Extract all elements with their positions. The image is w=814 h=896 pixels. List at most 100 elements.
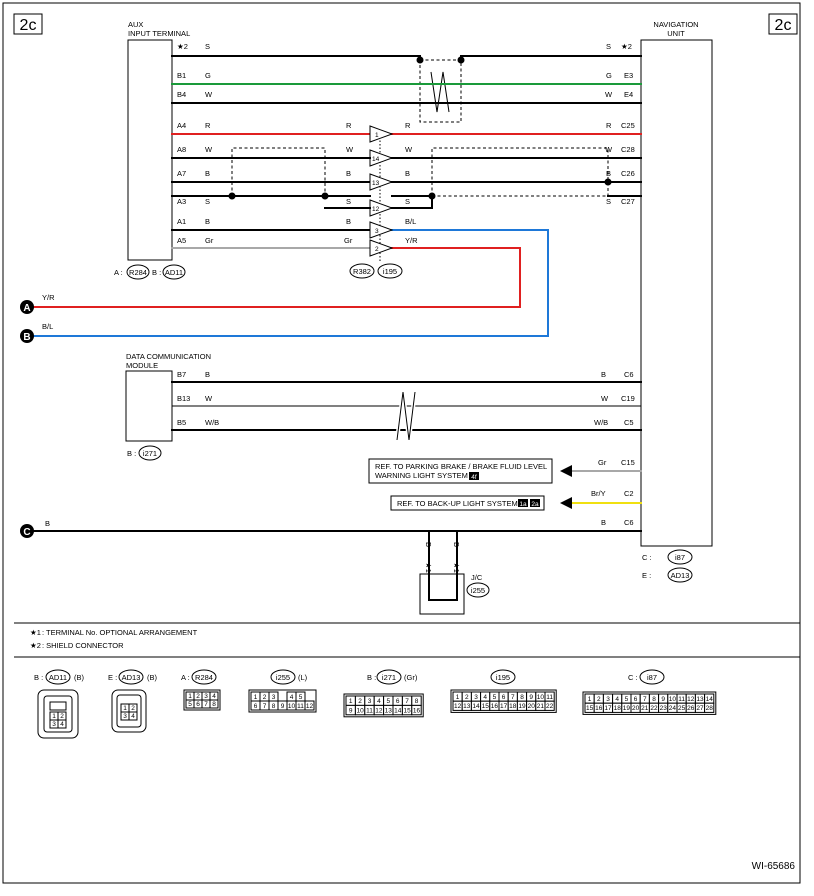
nav-wire: R [606, 121, 612, 130]
aux-wire: S [205, 42, 210, 51]
conn-name: R284 [195, 673, 213, 682]
conn-pin-num: 8 [652, 696, 656, 703]
conn-pin-num: 6 [502, 694, 506, 701]
jc-conn-oval [466, 582, 490, 598]
conn-pin-num: 9 [281, 703, 285, 710]
jc-wire-right: B [452, 542, 461, 547]
shield-box-left [231, 147, 326, 196]
conn-prefix: B : [367, 673, 376, 682]
dcm-title-line2: MODULE [126, 361, 158, 370]
conn-pin-num: 6 [254, 703, 258, 710]
aux-pin: A5 [177, 236, 186, 245]
conn-pin-num: 3 [368, 698, 372, 705]
conn-pin-num: 11 [297, 703, 304, 710]
shield-twist-box [419, 59, 462, 123]
conn-pin-num: 2 [131, 705, 135, 712]
dcm-wire: B [205, 370, 210, 379]
arrow-backup-icon [560, 497, 572, 509]
page-tag-left: 2c [20, 17, 37, 34]
nav-pin: C26 [621, 169, 635, 178]
conn-pin-num: 19 [623, 705, 631, 712]
conn-pin-num: 7 [405, 698, 409, 705]
conn-pin-num: 2 [597, 696, 601, 703]
nav-pin: C6 [624, 518, 634, 527]
ref-backup-tag2-box [530, 499, 540, 507]
offpage-b-circle [20, 329, 34, 343]
aux-wire: B [205, 217, 210, 226]
conn-pin-num: 4 [60, 721, 64, 728]
nav-conn-c-oval [667, 549, 693, 565]
shield-dot-b [321, 192, 329, 200]
inline-pin-label: 14 [372, 156, 380, 163]
offpage-a-circle [20, 300, 34, 314]
conn-pin-num: 28 [706, 705, 714, 712]
conn-oval [45, 669, 71, 685]
conn-pin-num: 12 [687, 696, 695, 703]
note2-text: : SHIELD CONNECTOR [42, 641, 124, 650]
conn-pin-num: 1 [123, 705, 127, 712]
ref-backup: REF. TO BACK-UP LIGHT SYSTEM [397, 499, 518, 508]
nav-wire: W [605, 90, 613, 99]
inline-connector-pins: 1 14 13 12 3 2 [369, 125, 394, 257]
conn-pin-num: 9 [529, 694, 533, 701]
conn-prefix: A : [181, 673, 190, 682]
conn-pin-num: 10 [669, 696, 677, 703]
wire-jc-loop [428, 530, 458, 601]
conn-pin-num: 15 [403, 708, 411, 715]
conn-pin-num: 2 [465, 694, 469, 701]
conn-pin-num: 2 [358, 698, 362, 705]
conn-pin-num: 17 [500, 703, 508, 710]
conn-pin-num: 16 [413, 708, 421, 715]
conn-pin-num: 7 [643, 696, 647, 703]
conn-pin-num: 13 [696, 696, 704, 703]
conn-pin-num: 8 [415, 698, 419, 705]
dcm-conn-b-label: B : [127, 449, 136, 458]
nav-wire: B [606, 169, 611, 178]
connector-view-ad13: E : AD13 (B) 1 2 3 4 [108, 669, 158, 733]
conn-pin-num: 3 [52, 721, 56, 728]
conn-suffix: (L) [298, 673, 308, 682]
inline-conn1: R382 [353, 267, 371, 276]
conn-pin-num: 5 [386, 698, 390, 705]
inline-left-wire: W [346, 145, 354, 154]
inline-pin-3 [369, 221, 394, 239]
nav-pin-labels: S ★2 G E3 W E4 R C25 W C28 B C26 S C27 [605, 42, 635, 206]
wire-red-yr [29, 247, 521, 308]
conn-oval [376, 669, 402, 685]
inline-pin-label: 12 [372, 206, 380, 213]
conn-name: AD11 [49, 673, 67, 682]
conn-pin-num: 15 [482, 703, 490, 710]
conn-pin-num: 18 [509, 703, 517, 710]
aux-pin: B4 [177, 90, 186, 99]
conn-pin-num: 2 [196, 693, 200, 700]
offpage-b: B [23, 332, 30, 343]
aux-pin: A8 [177, 145, 186, 154]
jc-conn: i255 [471, 586, 485, 595]
nav-wire: G [606, 71, 612, 80]
nav-pin: C28 [621, 145, 635, 154]
conn-pin-num: 2 [263, 694, 267, 701]
nav-conn-c-label: C : [642, 553, 652, 562]
conn-oval [118, 669, 144, 685]
conn-pin-num: 16 [491, 703, 499, 710]
conn-pin [544, 700, 555, 711]
nav-conn-e-label: E : [642, 571, 651, 580]
nav-pin: C5 [624, 418, 634, 427]
inline-conn2: i195 [383, 267, 397, 276]
conn-pin-num: 9 [661, 696, 665, 703]
shield-dot-d [604, 178, 612, 186]
conn-name: i271 [382, 673, 396, 682]
arrow-parking-brake-icon [560, 465, 572, 477]
conn-pin-num: 4 [212, 693, 216, 700]
inline-right-wire: R [405, 121, 411, 130]
ref-backup-tag1: 1a [519, 501, 527, 508]
conn-pin [128, 711, 138, 721]
nav-pin: C15 [621, 458, 635, 467]
jc-box [419, 573, 465, 615]
ref-parking-tag-box [469, 472, 479, 480]
conn-pin-num: 4 [131, 713, 135, 720]
conn-pin-num: 7 [263, 703, 267, 710]
